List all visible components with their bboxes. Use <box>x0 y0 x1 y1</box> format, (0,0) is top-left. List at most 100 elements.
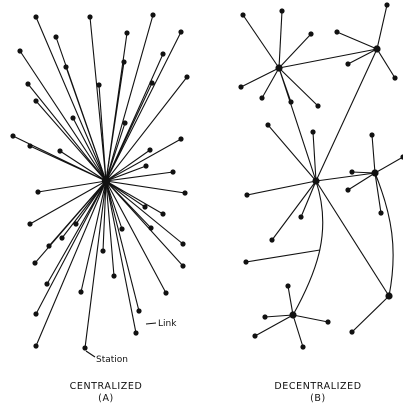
station-node <box>180 263 186 269</box>
link <box>105 180 184 245</box>
link-label: Link <box>158 319 177 329</box>
link <box>105 138 182 182</box>
link <box>351 295 390 333</box>
link <box>376 48 396 79</box>
station-node <box>163 290 169 296</box>
link <box>245 249 321 263</box>
station-node <box>244 192 250 198</box>
hub-node <box>371 169 379 177</box>
station-node <box>136 308 142 314</box>
station-node <box>59 235 65 241</box>
hub-link <box>278 48 378 69</box>
station-node <box>27 143 33 149</box>
station-node <box>147 147 153 153</box>
link <box>267 124 317 182</box>
station-node <box>262 314 268 320</box>
station-node <box>150 12 156 18</box>
station-node <box>279 8 285 14</box>
link <box>34 180 107 264</box>
station-node <box>87 14 93 20</box>
station-node <box>160 51 166 57</box>
link <box>264 314 294 318</box>
hub-node <box>289 311 297 319</box>
station-node <box>25 81 31 87</box>
link <box>89 16 107 182</box>
station-node <box>369 132 375 138</box>
station-node <box>33 98 39 104</box>
station-node <box>170 169 176 175</box>
station-node <box>310 129 316 135</box>
link <box>65 66 107 182</box>
link <box>105 180 123 230</box>
station-node <box>384 2 390 8</box>
link <box>261 67 280 99</box>
station-node <box>325 319 331 325</box>
station-node <box>46 243 52 249</box>
station-node <box>133 330 139 336</box>
station-node <box>53 34 59 40</box>
link <box>278 10 283 69</box>
station-node <box>334 29 340 35</box>
centralized-sublabel: (A) <box>98 393 114 404</box>
link <box>35 100 107 182</box>
station-node <box>184 74 190 80</box>
link <box>292 314 329 323</box>
station-node <box>32 260 38 266</box>
link <box>35 180 107 347</box>
hub-link <box>315 180 390 297</box>
station-node <box>349 329 355 335</box>
station-node <box>265 122 271 128</box>
link <box>374 156 403 174</box>
station-node <box>300 344 306 350</box>
link <box>278 33 312 69</box>
link <box>102 180 107 252</box>
link <box>300 180 317 218</box>
link <box>59 150 107 182</box>
station-node <box>349 169 355 175</box>
station-node <box>178 29 184 35</box>
link <box>336 31 378 50</box>
station-node <box>27 221 33 227</box>
station-node <box>315 103 321 109</box>
station-node <box>33 311 39 317</box>
decentralized-sublabel: (B) <box>310 393 326 404</box>
link <box>347 172 376 191</box>
link <box>105 61 125 182</box>
station-node <box>119 226 125 232</box>
link <box>46 180 107 285</box>
station-node <box>143 163 149 169</box>
station-node <box>149 80 155 86</box>
station-node <box>308 31 314 37</box>
link-pointer <box>145 322 157 325</box>
centralized-caption: CENTRALIZED <box>70 381 143 392</box>
station-node <box>240 12 246 18</box>
station-node <box>269 237 275 243</box>
link <box>105 180 186 194</box>
station-node <box>17 48 23 54</box>
link <box>37 180 107 193</box>
station-node <box>392 75 398 81</box>
link <box>105 171 174 182</box>
station-node <box>378 210 384 216</box>
station-node <box>57 148 63 154</box>
station-node <box>96 82 102 88</box>
link <box>278 67 319 107</box>
link <box>105 180 167 294</box>
link <box>240 67 280 88</box>
link <box>287 285 294 316</box>
link <box>105 180 184 267</box>
link <box>371 134 376 174</box>
decentralized-caption: DECENTRALIZED <box>274 381 361 392</box>
link <box>105 149 151 182</box>
station-node <box>122 120 128 126</box>
link <box>254 314 294 337</box>
link <box>271 180 317 241</box>
link <box>347 48 378 65</box>
hub-link <box>278 67 317 182</box>
link <box>105 76 188 182</box>
link <box>35 16 107 182</box>
link <box>242 14 280 69</box>
station-node <box>70 115 76 121</box>
link <box>312 131 317 182</box>
